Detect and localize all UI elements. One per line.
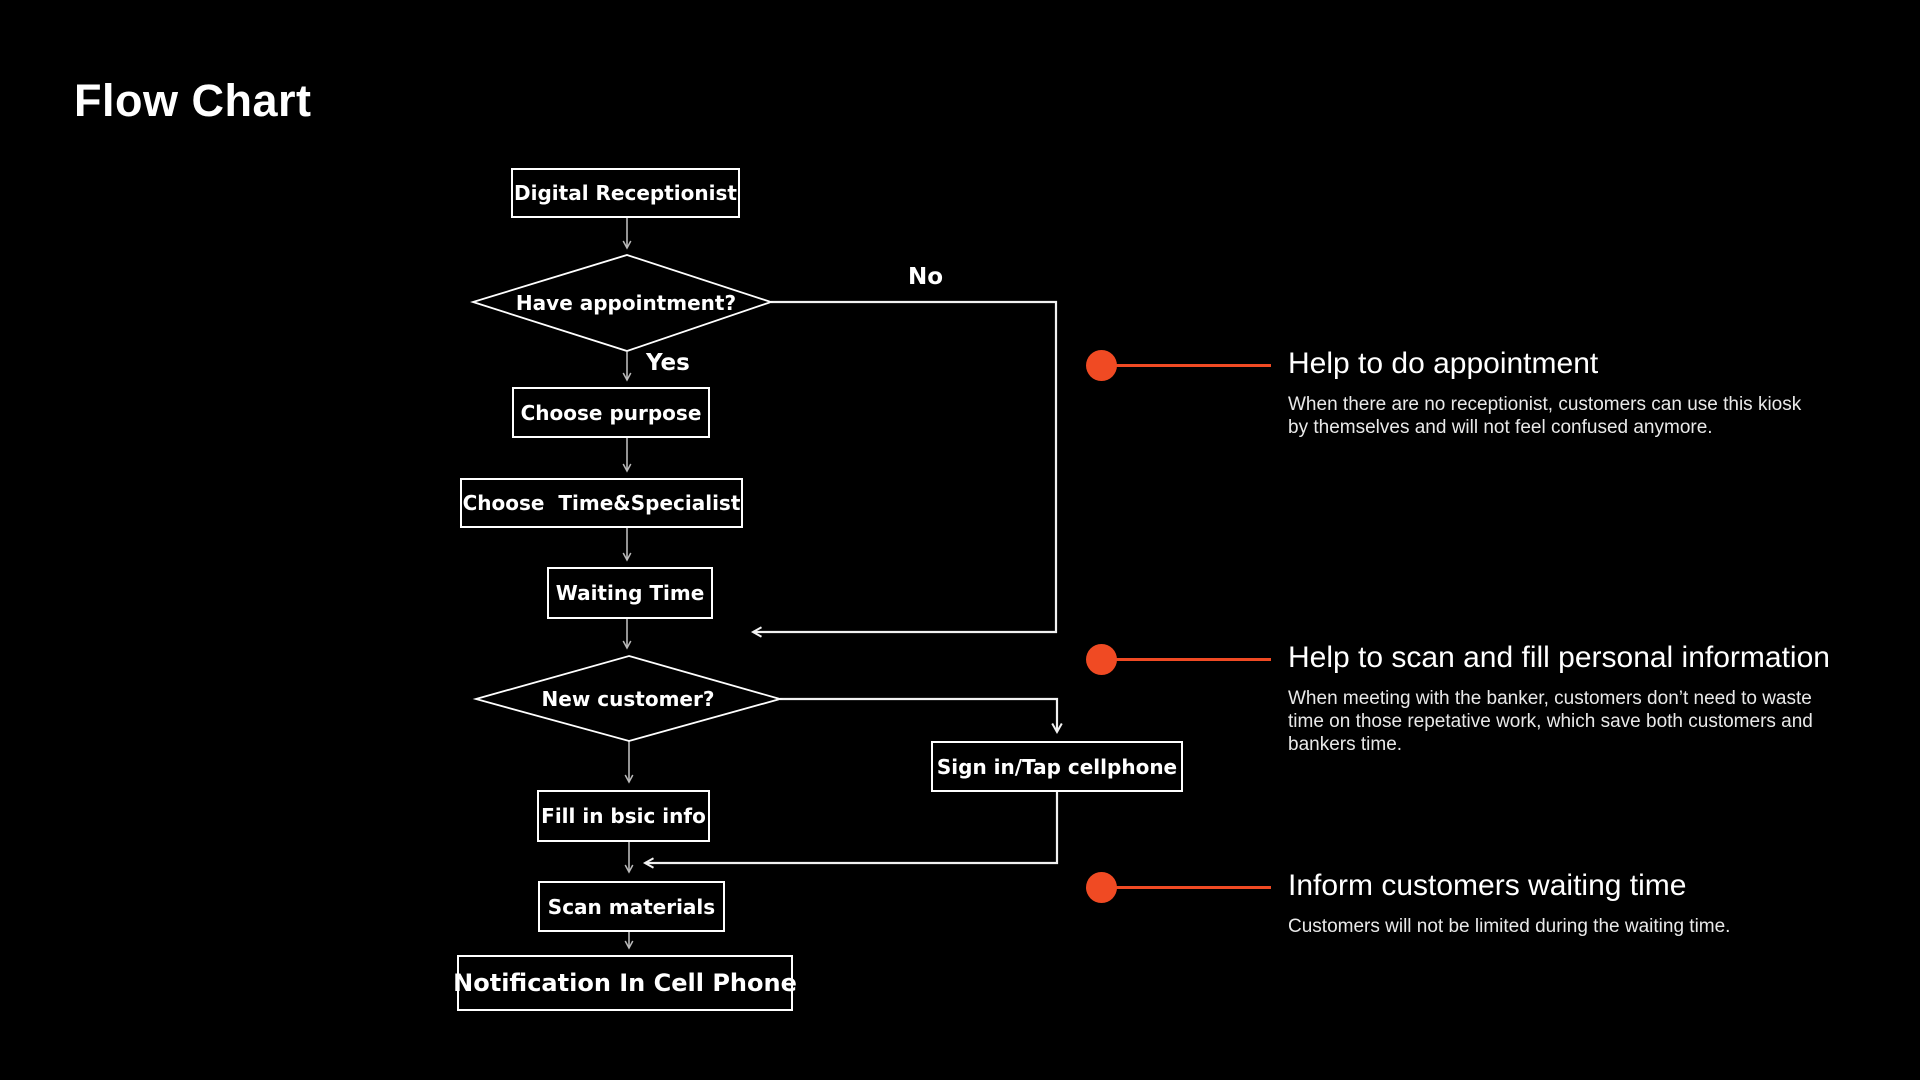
edge-signin-return xyxy=(642,792,1059,869)
diamond-new-customer xyxy=(472,655,784,742)
page-title: Flow Chart xyxy=(74,75,312,126)
annotation-inform-waiting-time: Inform customers waiting time Customers … xyxy=(1086,869,1856,1072)
annotation-heading: Help to do appointment xyxy=(1288,347,1599,380)
edge-label-no: No xyxy=(908,264,944,290)
edge-no-path xyxy=(750,300,1058,638)
annotation-body: Customers will not be limited during the… xyxy=(1288,916,1731,937)
node-fill-in-basic-info: Fill in bsic info xyxy=(537,790,710,842)
edge-new-customer-to-signin xyxy=(780,697,1063,735)
leader-line xyxy=(1116,364,1271,367)
leader-line xyxy=(1116,658,1271,661)
bullet-dot xyxy=(1086,644,1117,675)
node-waiting-time: Waiting Time xyxy=(547,567,713,619)
annotation-heading: Inform customers waiting time xyxy=(1288,869,1687,902)
annotation-heading: Help to scan and fill personal informati… xyxy=(1288,641,1830,674)
leader-line xyxy=(1116,886,1271,889)
node-digital-receptionist: Digital Receptionist xyxy=(511,168,740,218)
annotation-body: When meeting with the banker, customers … xyxy=(1288,688,1813,755)
annotation-help-appointment: Help to do appointment When there are no… xyxy=(1086,347,1856,550)
spine-arrows xyxy=(622,218,634,950)
node-notification-in-cell-phone: Notification In Cell Phone xyxy=(453,955,797,1011)
bullet-dot xyxy=(1086,872,1117,903)
label-new-customer: New customer? xyxy=(541,687,715,711)
annotation-body: When there are no receptionist, customer… xyxy=(1288,394,1802,438)
node-choose-purpose: Choose purpose xyxy=(512,387,710,438)
label-have-appointment: Have appointment? xyxy=(515,291,737,315)
node-choose-time-specialist: Choose Time&Specialist xyxy=(460,478,743,528)
edge-label-yes: Yes xyxy=(646,350,690,376)
annotation-help-scan-fill: Help to scan and fill personal informati… xyxy=(1086,641,1856,844)
node-scan-materials: Scan materials xyxy=(538,881,725,932)
diamond-have-appointment xyxy=(469,254,774,352)
node-sign-in-tap-cellphone: Sign in/Tap cellphone xyxy=(931,741,1183,792)
bullet-dot xyxy=(1086,350,1117,381)
